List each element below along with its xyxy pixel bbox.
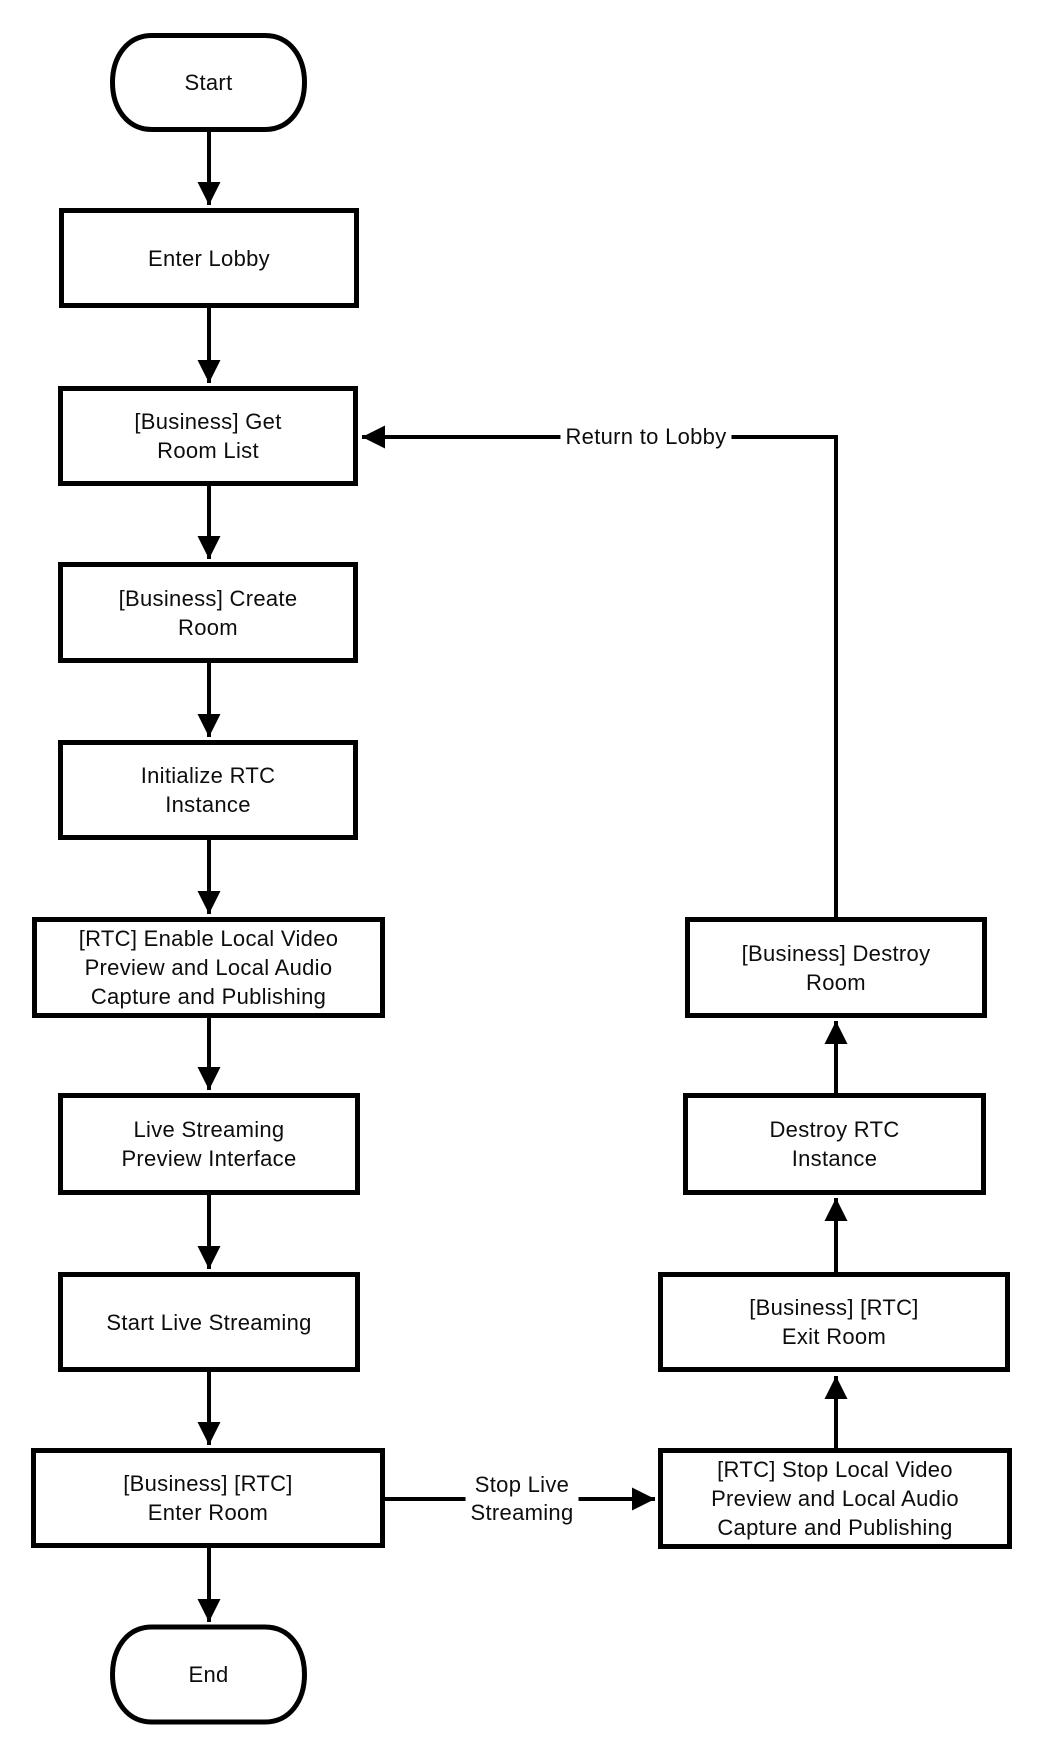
node-enable-local-media: [RTC] Enable Local Video Preview and Loc… xyxy=(32,917,385,1018)
node-enter-lobby: Enter Lobby xyxy=(59,208,359,308)
edge-label-return-to-lobby: Return to Lobby xyxy=(560,423,732,451)
edge-label-stop-live-streaming: Stop Live Streaming xyxy=(465,1471,579,1527)
node-start: Start xyxy=(184,70,233,95)
start-terminator-shape xyxy=(109,33,308,132)
node-live-preview-interface: Live Streaming Preview Interface xyxy=(58,1093,360,1195)
node-end: End xyxy=(188,1661,229,1687)
edge-destroy-room-get-room-list xyxy=(362,425,838,917)
node-start-live-streaming: Start Live Streaming xyxy=(58,1272,360,1372)
node-exit-room: [Business] [RTC] Exit Room xyxy=(658,1272,1010,1372)
end-terminator-shape xyxy=(109,1624,308,1725)
node-enter-room: [Business] [RTC] Enter Room xyxy=(31,1448,385,1548)
node-get-room-list: [Business] Get Room List xyxy=(58,386,358,486)
node-destroy-rtc: Destroy RTC Instance xyxy=(683,1093,986,1195)
node-initialize-rtc: Initialize RTC Instance xyxy=(58,740,358,840)
node-stop-local-media: [RTC] Stop Local Video Preview and Local… xyxy=(658,1448,1012,1549)
node-destroy-room: [Business] Destroy Room xyxy=(685,917,987,1018)
node-create-room: [Business] Create Room xyxy=(58,562,358,663)
